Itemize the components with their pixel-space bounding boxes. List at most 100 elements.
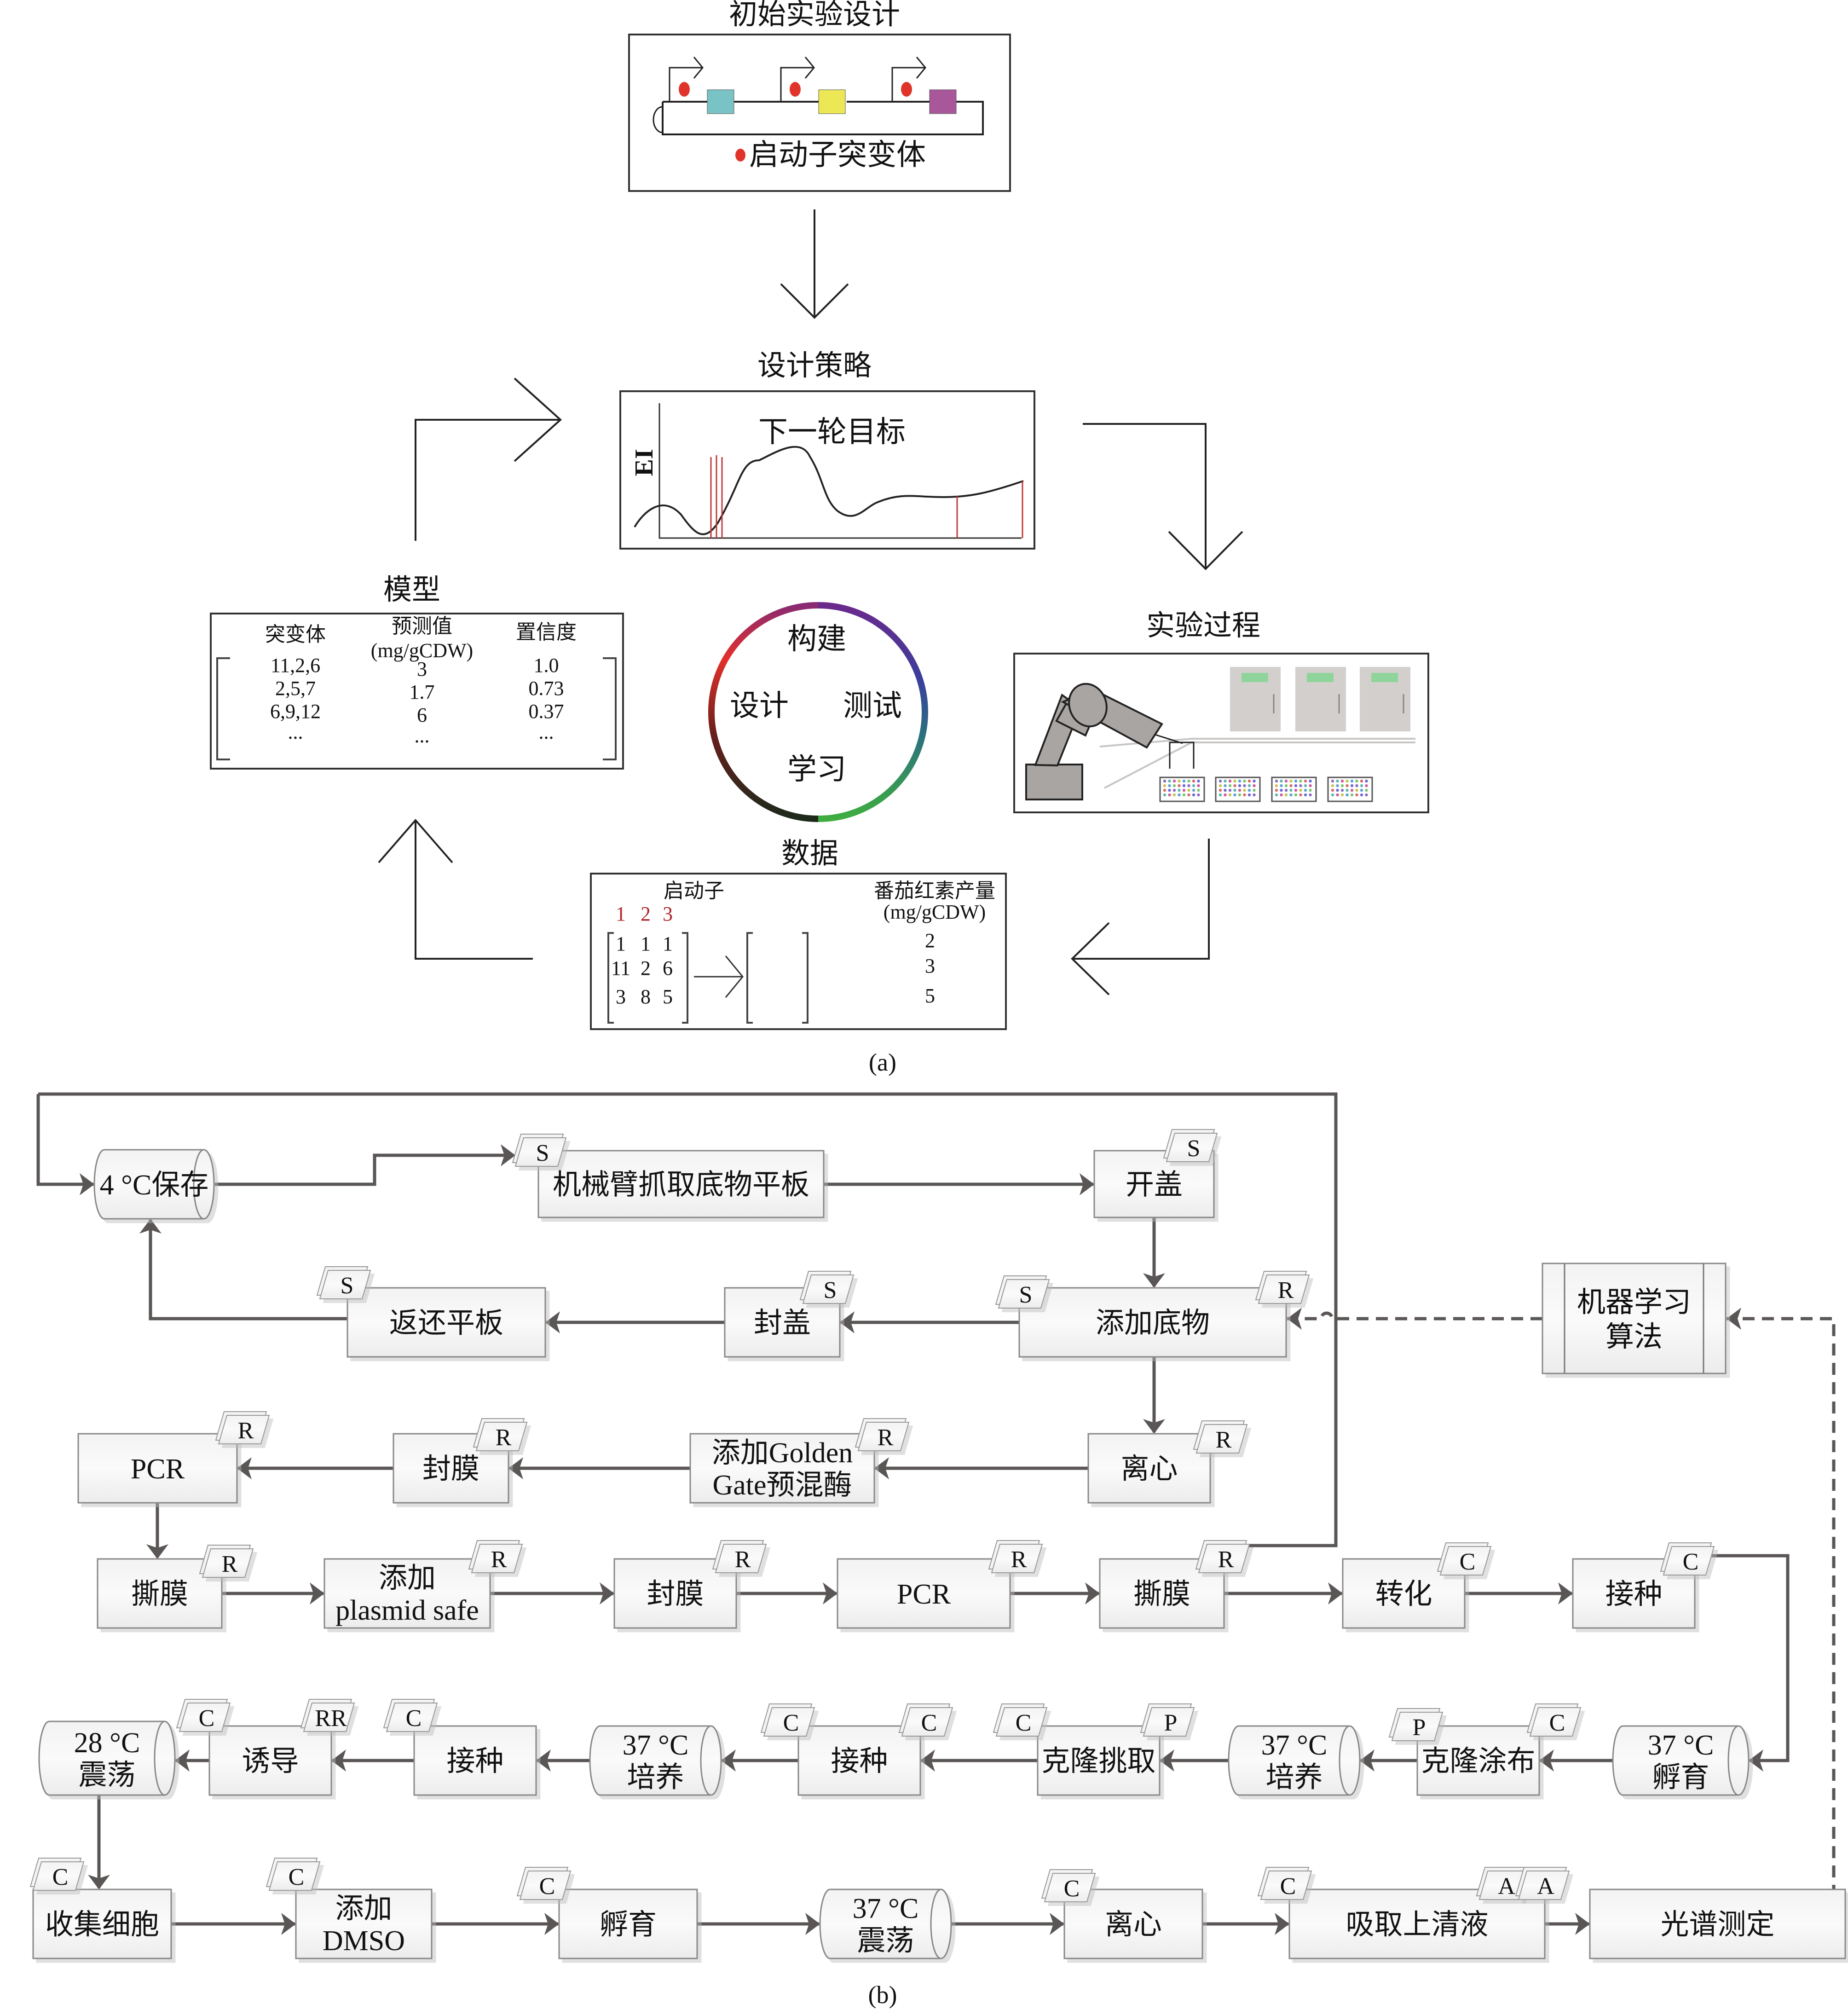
step-label: 震荡	[857, 1925, 914, 1957]
arrowhead-icon	[1143, 1273, 1165, 1288]
promoter-mutant-dot	[679, 82, 690, 97]
resource-tag-r: R	[215, 1411, 270, 1444]
step-label: 克隆涂布	[1421, 1746, 1535, 1777]
resource-tag-label: C	[539, 1873, 555, 1900]
matrix-cell: 3	[616, 985, 626, 1008]
vector-bracket-left	[746, 932, 753, 1024]
workflow-step-20[interactable]: 37 °C培养	[1228, 1725, 1361, 1796]
resource-tag-label: C	[52, 1864, 69, 1890]
resource-tag-c: C	[1526, 1703, 1582, 1737]
resource-tag-label: R	[735, 1547, 751, 1573]
step-label: 返还平板	[389, 1308, 503, 1339]
resource-tag-c: C	[266, 1858, 321, 1891]
workflow-step-24[interactable]: 接种C	[383, 1699, 537, 1796]
workflow-step-23[interactable]: 37 °C培养	[589, 1725, 722, 1796]
panel-a-caption: (a)	[869, 1048, 896, 1076]
step-label: 接种	[1605, 1579, 1662, 1610]
workflow-step-16[interactable]: 转化C	[1342, 1542, 1492, 1629]
model-cell: 6	[417, 704, 427, 726]
workflow-step-15[interactable]: 撕膜R	[1099, 1540, 1250, 1629]
resource-tag-rr: RR	[300, 1699, 355, 1732]
promoter-index: 3	[663, 903, 673, 925]
resource-tag-label: P	[1164, 1710, 1178, 1736]
resource-tag-label: P	[1413, 1715, 1426, 1741]
workflow-step-19[interactable]: 克隆涂布 P C	[1388, 1703, 1582, 1796]
connector-arrow	[146, 1503, 168, 1559]
resource-tag-label: C	[783, 1710, 799, 1736]
arrowhead-icon	[1539, 1749, 1554, 1772]
cycle-learn-label: 学习	[787, 753, 846, 786]
workflow-step-7[interactable]: 离心R	[1087, 1420, 1248, 1504]
well-plate-icon	[1215, 776, 1261, 802]
matrix-cell: 11	[611, 957, 630, 979]
data-arrow-icon	[694, 956, 744, 998]
arrowhead-icon	[1575, 1913, 1590, 1935]
promoter-mutant-dot	[901, 82, 912, 97]
resource-tag-label: R	[222, 1551, 238, 1577]
connector-arrow	[38, 1092, 1338, 1547]
workflow-step-17[interactable]: 接种C	[1572, 1542, 1715, 1629]
ml-algorithm-label-1: 机器学习	[1577, 1287, 1691, 1318]
resource-tag-c: C	[29, 1858, 85, 1891]
step-label: 封膜	[647, 1579, 704, 1610]
workflow-step-29[interactable]: 孵育C	[516, 1867, 698, 1959]
workflow-step-26[interactable]: 28 °C震荡	[38, 1720, 176, 1796]
workflow-step-11[interactable]: 撕膜R	[97, 1545, 254, 1629]
resource-tag-r: R	[988, 1540, 1043, 1573]
workflow-step-30[interactable]: 37 °C震荡	[819, 1888, 952, 1959]
step-label: 添加	[335, 1893, 392, 1924]
workflow-step-13[interactable]: 封膜 R	[613, 1540, 767, 1629]
design-strategy-section: 设计策略 EI 下一轮目标	[619, 350, 1035, 550]
resource-tag-label: C	[1549, 1710, 1565, 1736]
workflow-step-5[interactable]: 封盖S	[724, 1271, 855, 1358]
resource-tag-s: S	[512, 1134, 567, 1167]
promoter-arrow-icon	[780, 57, 815, 102]
workflow-step-3[interactable]: 开盖S	[1093, 1129, 1218, 1218]
process-step-box	[1288, 1888, 1546, 1959]
arrowhead-icon	[1328, 1582, 1343, 1605]
connector-arrow	[171, 1913, 296, 1935]
resource-tag-label: R	[1216, 1427, 1232, 1453]
yield-vector: 235	[925, 929, 935, 1007]
arrowhead-icon	[536, 1749, 551, 1772]
model-cell: 1.7	[410, 681, 435, 703]
promoter-index: 1	[616, 903, 626, 925]
step-label: 4 °C保存	[100, 1170, 209, 1201]
resource-tag-label: R	[491, 1547, 507, 1573]
connector-arrow	[920, 1749, 1038, 1772]
promoter-mutant-dot	[790, 82, 801, 97]
arrow-left-up-icon	[378, 818, 533, 960]
resource-tag-c: C	[176, 1699, 231, 1732]
step-label: 吸取上清液	[1346, 1909, 1488, 1940]
workflow-step-31[interactable]: 离心C	[1041, 1869, 1203, 1959]
resource-tag-r: R	[1255, 1271, 1310, 1304]
yield-cell: 2	[925, 929, 935, 952]
matrix-cell: 8	[641, 985, 651, 1008]
arrowhead-icon	[146, 1544, 168, 1559]
ring-right-arc	[818, 602, 928, 822]
ml-algorithm-node: 机器学习 算法	[1542, 1263, 1727, 1374]
workflow-step-18[interactable]: 37 °C孵育	[1612, 1725, 1750, 1796]
connector-arrow	[215, 1144, 515, 1186]
matrix-cell: 2	[641, 957, 651, 979]
workflow-step-9[interactable]: 封膜R	[393, 1418, 528, 1504]
initial-design-title: 初始实验设计	[729, 0, 900, 30]
workflow-step-1[interactable]: 4 °C保存	[93, 1149, 215, 1220]
promoter-2	[780, 57, 846, 114]
